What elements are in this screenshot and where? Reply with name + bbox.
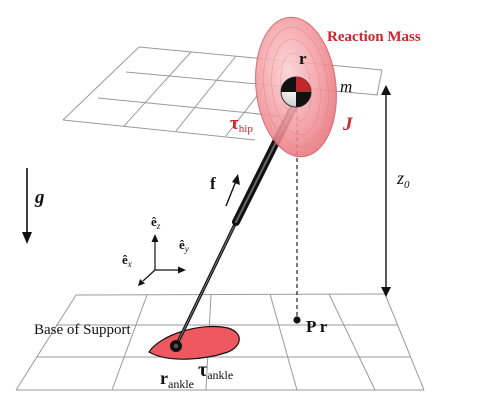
position-vector-label: r	[299, 49, 307, 68]
base-of-support-label: Base of Support	[34, 322, 131, 338]
ey-label: êy	[179, 237, 189, 254]
ey-subscript: y	[184, 244, 189, 254]
ankle-torque-label: τankle	[198, 359, 233, 382]
ex-label: êx	[122, 252, 132, 269]
center-of-mass-marker	[280, 76, 312, 108]
projection-point	[293, 316, 301, 324]
ankle-torque-subscript: ankle	[207, 368, 233, 382]
hip-torque-symbol: τ	[230, 113, 239, 134]
gravity-label: g	[34, 187, 45, 208]
ez-symbol: ê	[151, 214, 157, 229]
height-symbol: z	[396, 168, 404, 188]
ez-subscript: z	[156, 221, 161, 231]
ankle-position-symbol: r	[160, 368, 168, 388]
height-label: z0	[396, 168, 410, 191]
hip-torque-subscript: hip	[239, 123, 254, 135]
ez-label: êz	[151, 214, 161, 231]
mass-label: m	[340, 77, 352, 96]
gravity-arrow	[22, 168, 32, 244]
force-arrow	[225, 174, 240, 207]
ey-symbol: ê	[179, 237, 185, 252]
lower-grid-plane	[15, 293, 425, 391]
ankle-torque-symbol: τ	[198, 359, 207, 381]
ex-symbol: ê	[122, 252, 128, 267]
ex-subscript: x	[127, 259, 132, 269]
coordinate-triad	[138, 234, 186, 286]
height-arrow	[381, 85, 391, 297]
force-label: f	[210, 174, 216, 193]
upper-grid-plane	[62, 46, 383, 141]
hip-torque-label: τhip	[230, 113, 253, 135]
ankle-position-subscript: ankle	[168, 377, 194, 391]
projected-position-label: P r	[306, 317, 328, 336]
base-of-support-region	[148, 325, 240, 360]
inertia-label: J	[342, 114, 353, 135]
height-subscript: 0	[404, 179, 410, 191]
reaction-mass-label: Reaction Mass	[327, 29, 421, 45]
ankle-position-label: rankle	[160, 368, 194, 391]
